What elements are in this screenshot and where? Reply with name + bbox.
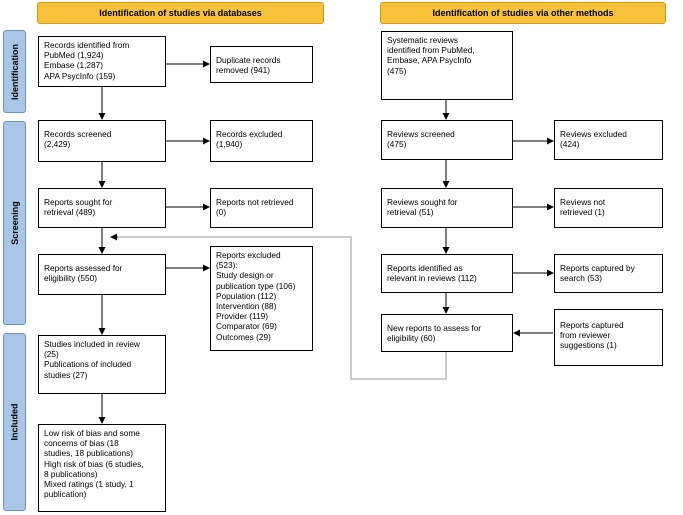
reviews-screened-box: Reviews screened (475): [381, 120, 513, 160]
risk-of-bias-box: Low risk of bias and some concerns of bi…: [38, 424, 166, 512]
reviews-sought-box: Reviews sought for retrieval (51): [381, 188, 513, 228]
studies-included-box: Studies included in review (25) Publicat…: [38, 335, 166, 394]
captured-by-search-box: Reports captured by search (53): [554, 254, 663, 293]
phase-identification: Identification: [3, 30, 26, 113]
captured-reviewer-box: Reports captured from reviewer suggestio…: [554, 309, 663, 366]
reviews-not-retrieved-box: Reviews not retrieved (1): [554, 188, 663, 228]
reports-excluded-box: Reports excluded (523): Study design or …: [210, 246, 313, 351]
phase-screening: Screening: [3, 121, 26, 325]
reviews-excluded-box: Reviews excluded (424): [554, 120, 663, 160]
new-reports-box: New reports to assess for eligibility (6…: [381, 314, 513, 352]
reports-identified-box: Reports identified as relevant in review…: [381, 254, 513, 293]
header-databases: Identification of studies via databases: [37, 2, 324, 24]
reports-not-retrieved-box: Reports not retrieved (0): [210, 188, 313, 228]
phase-included: Included: [3, 333, 26, 511]
records-screened-box: Records screened (2,429): [38, 120, 166, 162]
records-identified-box: Records identified from PubMed (1,924) E…: [38, 36, 166, 87]
duplicates-removed-box: Duplicate records removed (941): [210, 46, 313, 83]
systematic-reviews-box: Systematic reviews identified from PubMe…: [381, 31, 513, 100]
records-excluded-box: Records excluded (1,940): [210, 120, 313, 162]
reports-sought-box: Reports sought for retrieval (489): [38, 188, 166, 228]
feedback-line: [112, 236, 447, 380]
header-other-methods: Identification of studies via other meth…: [380, 2, 666, 24]
reports-assessed-box: Reports assessed for eligibility (550): [38, 254, 166, 295]
